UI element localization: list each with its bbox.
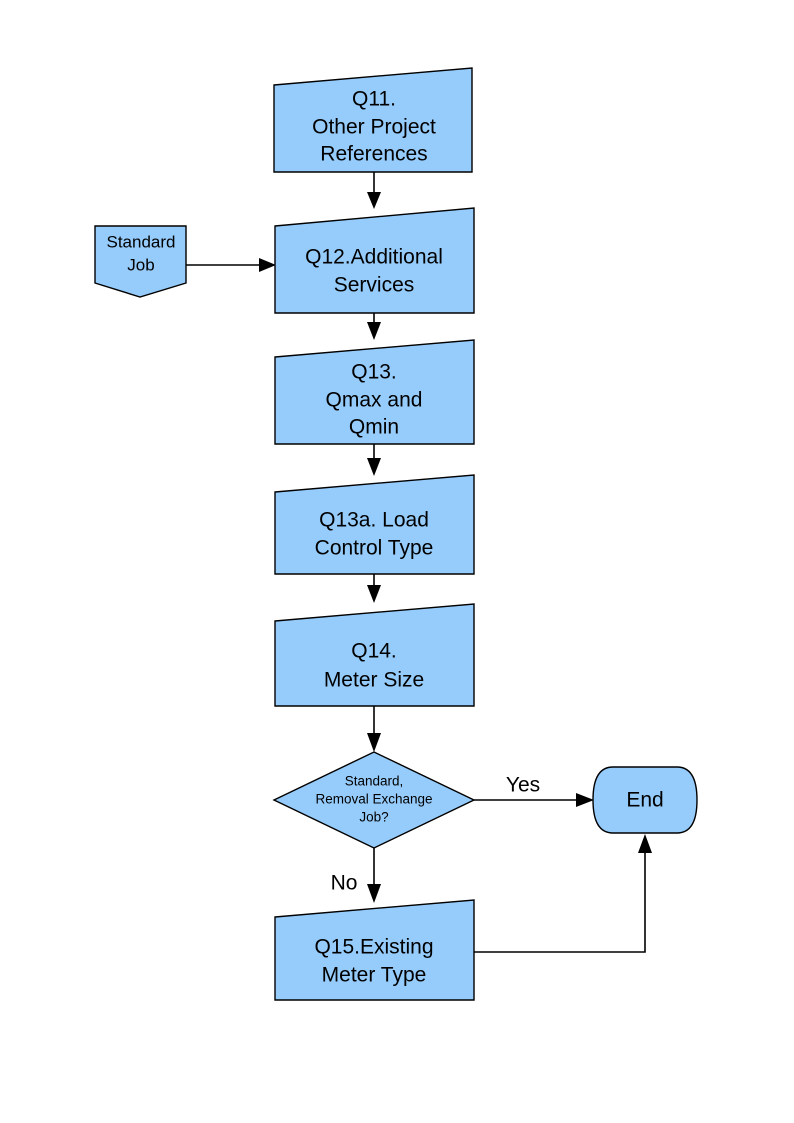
node-q15-line-1: Q15.Existing bbox=[314, 936, 433, 959]
node-shape-terminator[interactable] bbox=[592, 766, 698, 834]
node-end[interactable]: End bbox=[592, 766, 698, 834]
node-shape-offpage-connector[interactable] bbox=[94, 225, 187, 298]
node-q12-line-2: Services bbox=[334, 274, 415, 297]
node-decision-line-3: Job? bbox=[359, 810, 388, 825]
edge-q15-to-end bbox=[474, 834, 652, 953]
node-q15[interactable]: Q15.Existing Meter Type bbox=[274, 899, 475, 1001]
node-shape-manual-input[interactable] bbox=[274, 207, 475, 314]
node-standard-job-line-2: Job bbox=[127, 255, 154, 274]
node-shape-manual-input[interactable] bbox=[274, 899, 475, 1001]
node-q14-line-2: Meter Size bbox=[324, 669, 424, 692]
arrow-head-icon bbox=[638, 834, 652, 853]
node-q11[interactable]: Q11. Other Project References bbox=[273, 67, 473, 173]
node-q13-line-2: Qmax and bbox=[326, 389, 423, 412]
arrow-head-icon bbox=[576, 793, 594, 807]
node-q13-line-1: Q13. bbox=[351, 361, 397, 384]
node-standard-job[interactable]: Standard Job bbox=[94, 225, 187, 298]
arrow-head-icon bbox=[367, 585, 381, 603]
node-q13a-line-2: Control Type bbox=[315, 537, 434, 560]
arrow-head-icon bbox=[259, 258, 276, 272]
node-q11-line-1: Q11. bbox=[352, 88, 396, 111]
node-q14[interactable]: Q14. Meter Size bbox=[274, 603, 475, 707]
edge-q13-to-q13a bbox=[367, 444, 381, 476]
edge-decision-to-end: Yes bbox=[474, 774, 594, 807]
node-shape-manual-input[interactable] bbox=[273, 67, 473, 173]
node-standard-job-line-1: Standard bbox=[107, 232, 176, 251]
node-decision-line-2: Removal Exchange bbox=[315, 792, 432, 807]
node-q12-line-1: Q12.Additional bbox=[305, 246, 443, 269]
edge-label-yes: Yes bbox=[506, 774, 540, 797]
node-q12[interactable]: Q12.Additional Services bbox=[274, 207, 475, 314]
edge-q14-to-decision bbox=[367, 706, 381, 752]
node-q11-line-2: Other Project bbox=[312, 116, 436, 139]
node-decision-line-1: Standard, bbox=[345, 774, 404, 789]
node-shape-decision-diamond[interactable] bbox=[272, 751, 476, 849]
arrow-head-icon bbox=[367, 733, 381, 752]
edge-q12-to-q13 bbox=[367, 313, 381, 340]
node-q15-line-2: Meter Type bbox=[322, 964, 427, 987]
node-shape-manual-input[interactable] bbox=[274, 339, 475, 445]
edge-q13a-to-q14 bbox=[367, 574, 381, 603]
connector-line bbox=[474, 848, 646, 953]
node-q13-line-3: Qmin bbox=[349, 416, 399, 439]
node-q13[interactable]: Q13. Qmax and Qmin bbox=[274, 339, 475, 445]
node-q13a[interactable]: Q13a. Load Control Type bbox=[274, 474, 475, 575]
edge-q11-to-q12 bbox=[367, 172, 381, 209]
node-decision[interactable]: Standard, Removal Exchange Job? bbox=[272, 751, 476, 849]
edge-label-no: No bbox=[331, 872, 358, 895]
node-shape-manual-input[interactable] bbox=[274, 474, 475, 575]
arrow-head-icon bbox=[367, 192, 381, 209]
node-shape-manual-input[interactable] bbox=[274, 603, 475, 707]
edge-standard-job-to-q12 bbox=[186, 258, 276, 272]
node-q11-line-3: References bbox=[320, 143, 427, 166]
node-end-label: End bbox=[626, 789, 663, 812]
node-q14-line-1: Q14. bbox=[351, 640, 397, 663]
node-q13a-line-1: Q13a. Load bbox=[319, 509, 429, 532]
arrow-head-icon bbox=[367, 322, 381, 340]
arrow-head-icon bbox=[367, 884, 381, 903]
arrow-head-icon bbox=[367, 458, 381, 476]
edge-decision-to-q15: No bbox=[331, 848, 381, 903]
